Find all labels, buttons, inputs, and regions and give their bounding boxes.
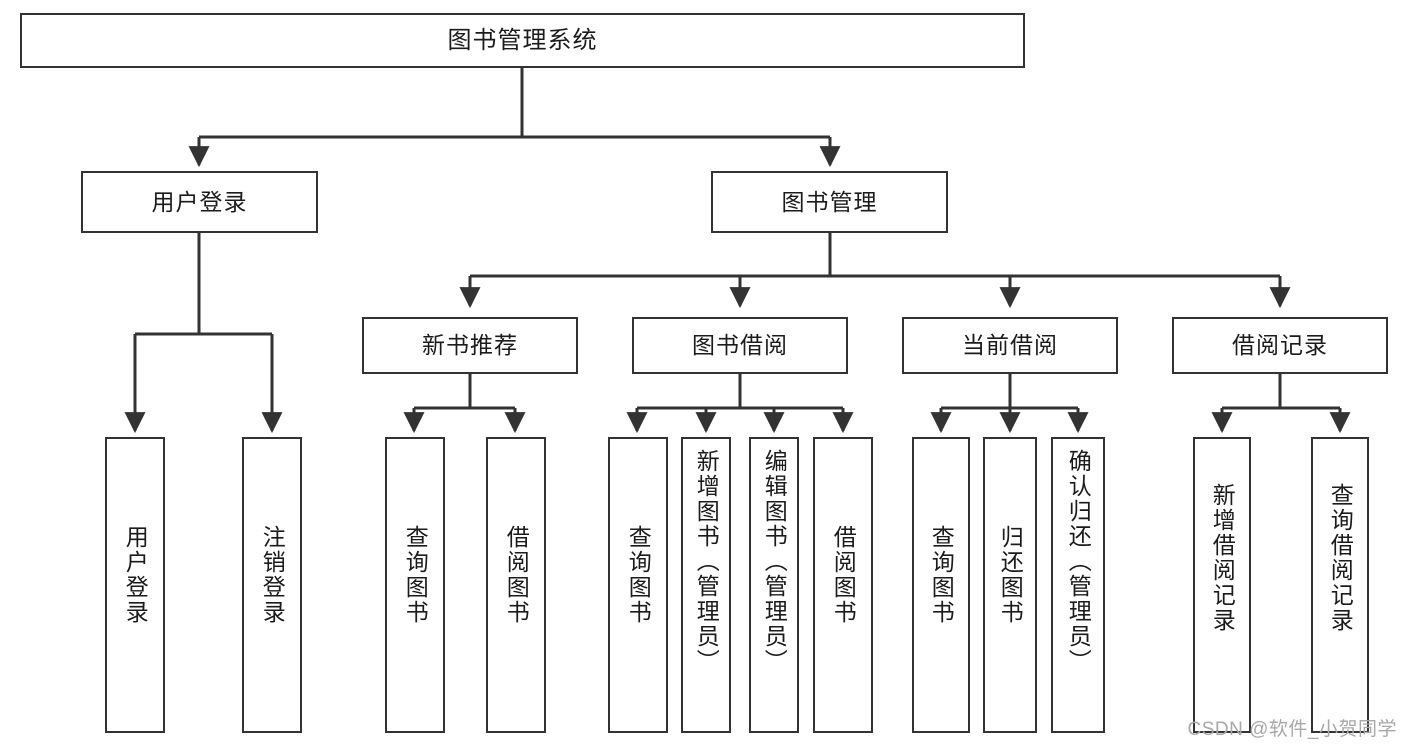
node-book-manage[interactable]: 图书管理 — [711, 171, 948, 233]
node-leaf-logout-label: 注销登录 — [259, 525, 286, 625]
node-user-login[interactable]: 用户登录 — [81, 171, 318, 233]
node-leaf-query-book-1-label: 查询图书 — [402, 525, 429, 625]
node-leaf-borrow-book-2-label: 借阅图书 — [830, 525, 857, 625]
node-leaf-edit-book[interactable]: 编辑图书（管理员） — [749, 437, 799, 733]
node-leaf-query-book-2-label: 查询图书 — [625, 525, 652, 625]
node-leaf-confirm-return[interactable]: 确认归还（管理员） — [1051, 437, 1105, 733]
node-leaf-confirm-return-label: 确认归还（管理员） — [1065, 449, 1092, 674]
node-root[interactable]: 图书管理系统 — [20, 13, 1025, 68]
node-current-borrow[interactable]: 当前借阅 — [902, 317, 1118, 374]
node-borrow-record-label: 借阅记录 — [1232, 332, 1328, 358]
node-leaf-logout[interactable]: 注销登录 — [242, 437, 302, 733]
node-leaf-borrow-book-2[interactable]: 借阅图书 — [813, 437, 873, 733]
node-book-borrow-label: 图书借阅 — [692, 332, 788, 358]
node-leaf-return-book[interactable]: 归还图书 — [983, 437, 1037, 733]
node-leaf-query-record[interactable]: 查询借阅记录 — [1311, 437, 1369, 733]
node-new-book-rec[interactable]: 新书推荐 — [362, 317, 578, 374]
node-leaf-borrow-book-1[interactable]: 借阅图书 — [486, 437, 546, 733]
node-leaf-user-login[interactable]: 用户登录 — [105, 437, 165, 733]
node-leaf-edit-book-label: 编辑图书（管理员） — [761, 449, 788, 674]
node-user-login-label: 用户登录 — [151, 188, 248, 215]
node-leaf-add-book[interactable]: 新增图书（管理员） — [681, 437, 731, 733]
watermark: CSDN @软件_小贺同学 — [1187, 719, 1397, 740]
node-book-borrow[interactable]: 图书借阅 — [632, 317, 848, 374]
node-leaf-query-book-3[interactable]: 查询图书 — [912, 437, 970, 733]
node-leaf-query-book-2[interactable]: 查询图书 — [608, 437, 668, 733]
node-leaf-add-record[interactable]: 新增借阅记录 — [1193, 437, 1251, 733]
node-leaf-user-login-label: 用户登录 — [122, 525, 149, 625]
node-borrow-record[interactable]: 借阅记录 — [1172, 317, 1388, 374]
node-leaf-query-book-1[interactable]: 查询图书 — [385, 437, 445, 733]
node-leaf-add-record-label: 新增借阅记录 — [1209, 483, 1236, 633]
node-leaf-borrow-book-1-label: 借阅图书 — [503, 525, 530, 625]
node-book-manage-label: 图书管理 — [781, 188, 878, 215]
node-root-label: 图书管理系统 — [447, 26, 598, 54]
node-leaf-query-record-label: 查询借阅记录 — [1327, 483, 1354, 633]
node-current-borrow-label: 当前借阅 — [962, 332, 1058, 358]
node-leaf-query-book-3-label: 查询图书 — [928, 525, 955, 625]
node-leaf-return-book-label: 归还图书 — [997, 525, 1024, 625]
node-leaf-add-book-label: 新增图书（管理员） — [693, 449, 720, 674]
node-new-book-rec-label: 新书推荐 — [422, 332, 518, 358]
